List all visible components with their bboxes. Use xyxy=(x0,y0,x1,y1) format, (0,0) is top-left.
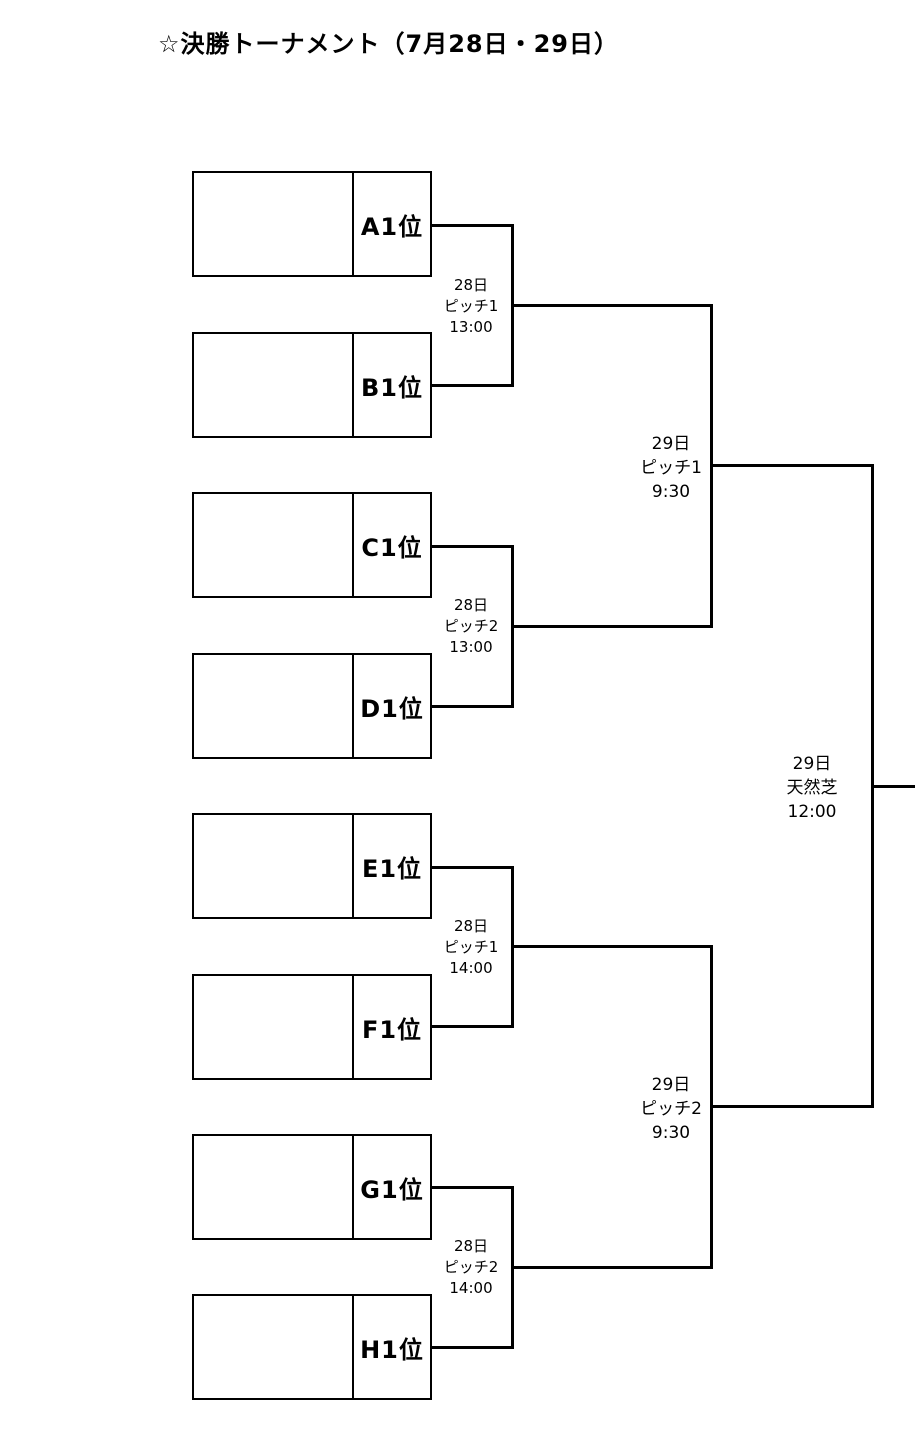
match-label-r1-4: 28日 ピッチ2 14:00 xyxy=(444,1236,499,1299)
team-name-cell xyxy=(194,815,354,917)
team-slot-e: E1位 xyxy=(192,813,432,919)
match-day: 29日 xyxy=(792,754,832,774)
bracket-line xyxy=(432,224,514,227)
bracket-line xyxy=(871,785,915,788)
bracket-line xyxy=(432,1346,514,1349)
bracket-line xyxy=(432,705,514,708)
team-slot-f: F1位 xyxy=(192,974,432,1080)
seed-label: C1位 xyxy=(361,533,423,562)
seed-label: D1位 xyxy=(360,694,424,723)
match-pitch: ピッチ2 xyxy=(443,617,499,635)
bracket-line xyxy=(432,384,514,387)
match-time: 14:00 xyxy=(449,1279,493,1297)
seed-label: A1位 xyxy=(360,212,424,241)
team-name-cell xyxy=(194,976,354,1078)
match-time: 13:00 xyxy=(449,318,493,336)
bracket-line xyxy=(432,545,514,548)
seed-label: F1位 xyxy=(361,1015,423,1044)
match-label-sf-2: 29日 ピッチ2 9:30 xyxy=(640,1073,702,1145)
bracket-line xyxy=(511,304,713,307)
team-name-cell xyxy=(194,655,354,757)
seed-label: H1位 xyxy=(360,1335,424,1364)
match-day: 28日 xyxy=(453,276,489,294)
team-name-cell xyxy=(194,334,354,436)
page-title: ☆決勝トーナメント（7月28日・29日） xyxy=(158,30,620,58)
match-day: 28日 xyxy=(453,596,489,614)
match-pitch: ピッチ1 xyxy=(640,458,702,478)
match-time: 12:00 xyxy=(787,802,837,822)
match-day: 28日 xyxy=(453,917,489,935)
match-day: 29日 xyxy=(651,434,691,454)
match-time: 9:30 xyxy=(651,482,691,502)
match-label-r1-1: 28日 ピッチ1 13:00 xyxy=(444,275,499,338)
team-name-cell xyxy=(194,1296,354,1398)
match-time: 9:30 xyxy=(651,1123,691,1143)
bracket-line xyxy=(710,464,874,467)
match-pitch: ピッチ2 xyxy=(443,1258,499,1276)
match-label-r1-3: 28日 ピッチ1 14:00 xyxy=(444,916,499,979)
bracket-line xyxy=(511,945,713,948)
match-time: 13:00 xyxy=(449,638,493,656)
match-pitch: ピッチ1 xyxy=(443,297,499,315)
bracket-line xyxy=(432,1186,514,1189)
bracket-line xyxy=(511,1266,713,1269)
team-slot-a: A1位 xyxy=(192,171,432,277)
match-time: 14:00 xyxy=(449,959,493,977)
match-day: 28日 xyxy=(453,1237,489,1255)
seed-label: B1位 xyxy=(361,373,423,402)
team-slot-g: G1位 xyxy=(192,1134,432,1240)
match-pitch: ピッチ2 xyxy=(640,1099,702,1119)
match-pitch: 天然芝 xyxy=(786,778,838,798)
bracket-line xyxy=(710,1105,874,1108)
match-label-final: 29日 天然芝 12:00 xyxy=(787,752,838,824)
seed-label: G1位 xyxy=(360,1175,424,1204)
match-label-sf-1: 29日 ピッチ1 9:30 xyxy=(640,432,702,504)
team-name-cell xyxy=(194,173,354,275)
team-name-cell xyxy=(194,1136,354,1238)
team-slot-b: B1位 xyxy=(192,332,432,438)
bracket-line xyxy=(432,1025,514,1028)
match-day: 29日 xyxy=(651,1075,691,1095)
match-label-r1-2: 28日 ピッチ2 13:00 xyxy=(444,595,499,658)
match-pitch: ピッチ1 xyxy=(443,938,499,956)
bracket-line xyxy=(511,625,713,628)
bracket-line xyxy=(432,866,514,869)
team-slot-c: C1位 xyxy=(192,492,432,598)
team-slot-h: H1位 xyxy=(192,1294,432,1400)
seed-label: E1位 xyxy=(361,854,423,883)
team-name-cell xyxy=(194,494,354,596)
team-slot-d: D1位 xyxy=(192,653,432,759)
